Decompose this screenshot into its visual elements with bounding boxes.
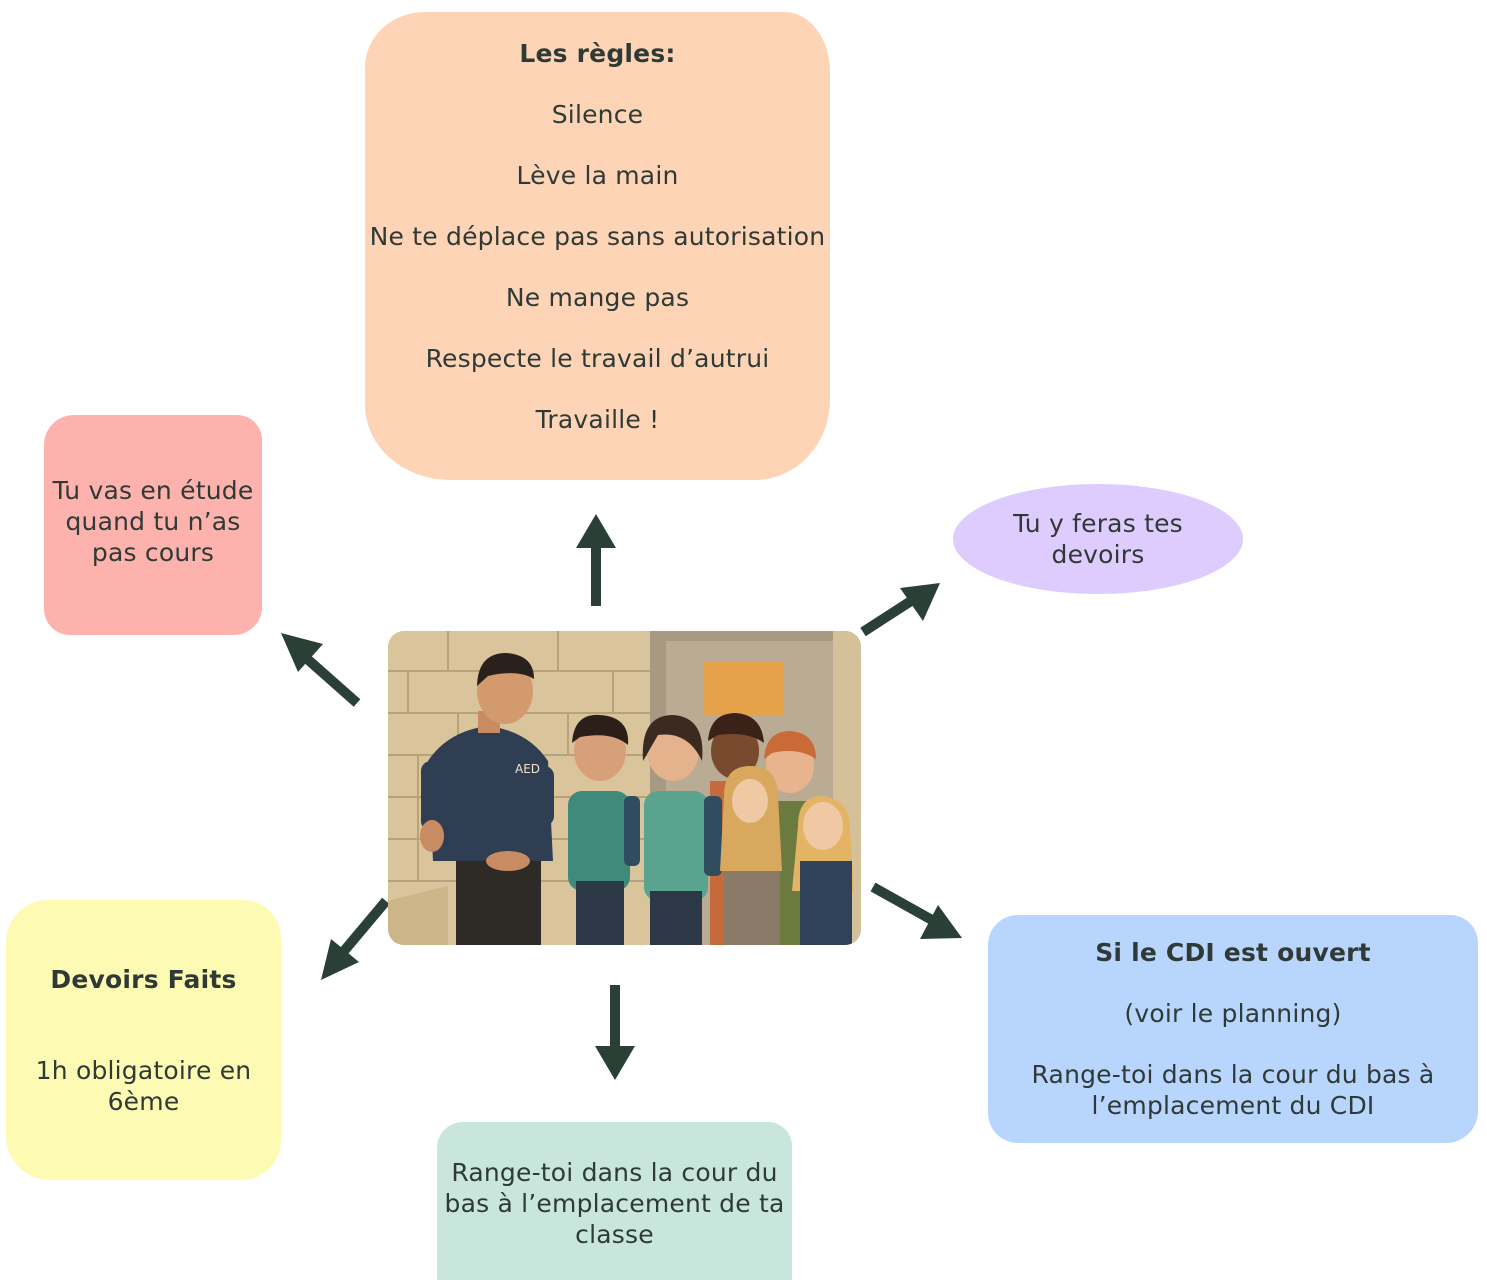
rule-item: Ne mange pas xyxy=(505,283,690,312)
devoirs-faits-text: 1h obligatoire en xyxy=(35,1055,252,1085)
class-line-text: classe xyxy=(575,1219,654,1249)
arrow-down xyxy=(595,985,635,1080)
rule-item: Lève la main xyxy=(516,161,679,190)
cdi-text: l’emplacement du CDI xyxy=(1091,1091,1375,1120)
study-text: pas cours xyxy=(91,538,215,567)
cdi-title: Si le CDI est ouvert xyxy=(1095,938,1371,967)
arrow-upright xyxy=(860,583,940,637)
cdi-subtitle: (voir le planning) xyxy=(1124,999,1342,1028)
rule-item: Respecte le travail d’autrui xyxy=(425,344,770,373)
class-line-box: Range-toi dans la cour du bas à l’emplac… xyxy=(437,1122,792,1280)
arrow-downleft xyxy=(321,897,390,980)
supervisor-figure: AED xyxy=(420,653,554,945)
homework-text: Tu y feras tes xyxy=(1013,509,1183,538)
cdi-box: Si le CDI est ouvert (voir le planning) … xyxy=(988,915,1478,1143)
devoirs-faits-title: Devoirs Faits xyxy=(50,964,237,994)
students-group xyxy=(568,713,854,945)
rules-title: Les règles: xyxy=(519,39,676,68)
homework-text: devoirs xyxy=(1051,540,1145,569)
cdi-text: Range-toi dans la cour du bas à xyxy=(1031,1060,1435,1089)
arrow-downright xyxy=(870,882,962,939)
study-text: Tu vas en étude xyxy=(52,476,254,505)
arrow-upleft xyxy=(281,633,361,707)
rules-box: Les règles: Silence Lève la main Ne te d… xyxy=(365,12,830,480)
arrow-up xyxy=(576,514,616,606)
class-line-text: Range-toi dans la cour du xyxy=(451,1157,778,1187)
rule-item: Ne te déplace pas sans autorisation xyxy=(369,222,826,251)
devoirs-faits-text: 6ème xyxy=(107,1086,180,1116)
supervisor-students-illustration: AED xyxy=(388,631,861,945)
rule-item: Silence xyxy=(551,100,644,129)
class-line-text: bas à l’emplacement de ta xyxy=(444,1188,785,1218)
homework-bubble: Tu y feras tes devoirs xyxy=(953,484,1243,594)
aed-badge: AED xyxy=(515,762,540,776)
study-box: Tu vas en étude quand tu n’as pas cours xyxy=(44,415,262,635)
study-text: quand tu n’as xyxy=(65,507,241,536)
devoirs-faits-box: Devoirs Faits 1h obligatoire en 6ème xyxy=(6,900,281,1180)
rule-item: Travaille ! xyxy=(535,405,660,434)
